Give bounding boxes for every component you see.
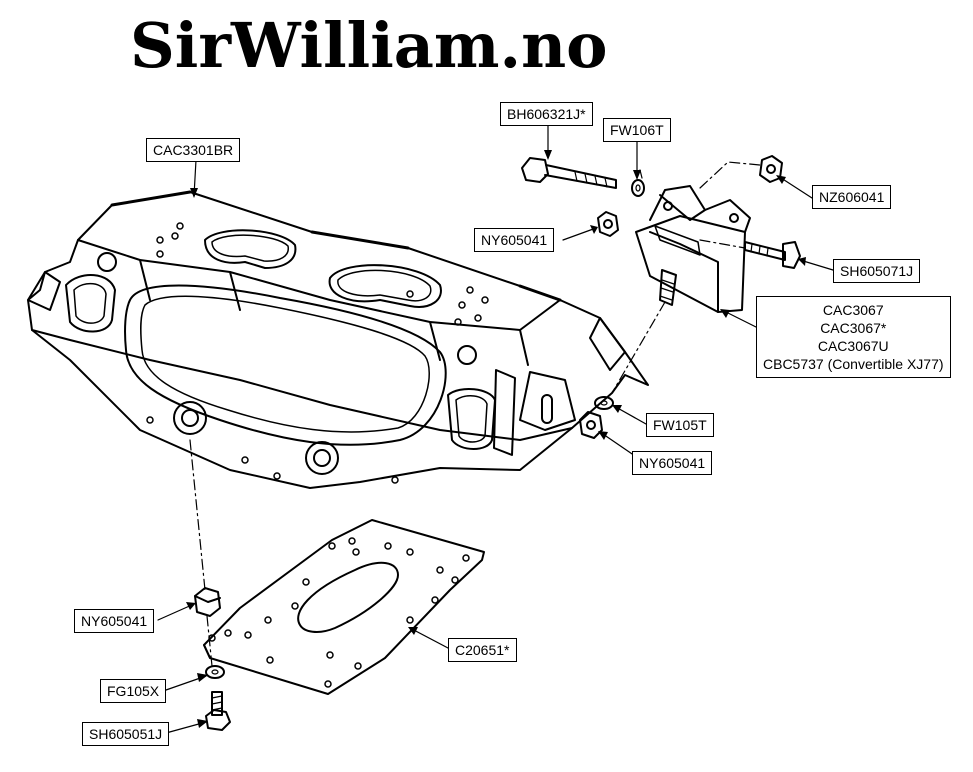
label-cac3301br: CAC3301BR: [146, 138, 241, 162]
engine-mount-cac3067: [635, 185, 751, 313]
label-fw105t: FW105T: [646, 413, 714, 437]
washer-fw106t: [631, 179, 645, 197]
label-fw106t: FW106T: [603, 118, 671, 142]
bolt-sh605071j: [744, 241, 801, 269]
mount-line-2: CAC3067*: [820, 320, 887, 336]
label-bh606321j: BH606321J*: [500, 102, 593, 126]
mount-line-3: CAC3067U: [817, 338, 889, 354]
mount-line-1: CAC3067: [822, 302, 884, 318]
bolt-sh605051j: [205, 691, 231, 731]
label-nz606041: NZ606041: [812, 185, 892, 209]
washer-fw105t: [594, 396, 614, 410]
mount-line-4: CBC5737 (Convertible XJ77): [763, 356, 944, 372]
brand-logo: SirWilliam.no: [130, 9, 608, 82]
label-ny605041-top: NY605041: [474, 228, 555, 252]
label-sh605071j: SH605071J: [833, 259, 921, 283]
label-ny605041-bottom: NY605041: [74, 609, 155, 633]
label-engine-mount: CAC3067 CAC3067* CAC3067U CBC5737 (Conve…: [756, 296, 951, 378]
label-c20651: C20651*: [448, 638, 517, 662]
label-ny605041-mid: NY605041: [632, 451, 713, 475]
washer-fg105x: [205, 665, 225, 679]
nut-ny605041-bottom: [194, 587, 221, 617]
nut-ny605041-top: [597, 211, 619, 237]
plate-c20651: [203, 519, 485, 695]
label-fg105x: FG105X: [100, 679, 167, 703]
label-sh605051j: SH605051J: [82, 722, 170, 746]
crossmember-cac3301br: [27, 190, 649, 489]
nut-ny605041-mid: [579, 411, 603, 439]
bolt-bh606321j: [521, 157, 617, 189]
